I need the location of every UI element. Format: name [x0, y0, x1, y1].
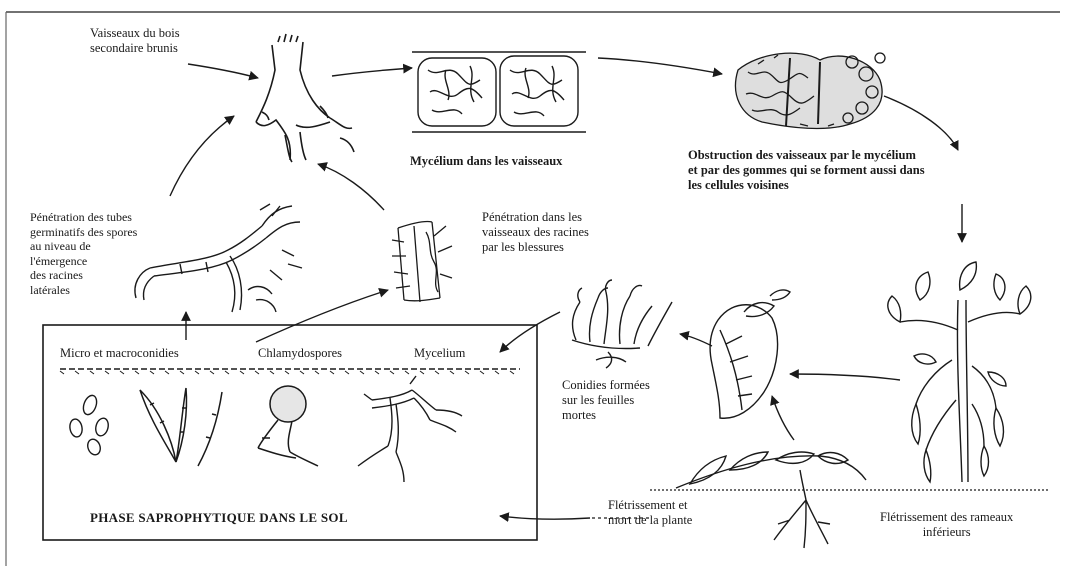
microconidia-illustration	[69, 394, 111, 457]
label-secondary-wood-vessels: Vaisseaux du bois secondaire brunis	[90, 26, 180, 56]
conidia-on-leaves-illustration	[572, 280, 672, 368]
arrow-vessel-to-mycelium	[332, 68, 412, 76]
macroconidia-illustration	[140, 388, 222, 466]
label-wound-penetration: Pénétration dans les vaisseaux des racin…	[482, 210, 589, 255]
arrow-wound-to-vessel	[318, 164, 384, 210]
soil-hatch	[60, 371, 514, 374]
arrow-soil-to-root-wound	[256, 290, 388, 342]
wood-vessel-illustration	[256, 34, 354, 162]
arrow-obstruction-curve	[884, 96, 958, 150]
label-saprophytic-phase: PHASE SAPROPHYTIQUE DANS LE SOL	[90, 510, 348, 525]
soil-mycelium-illustration	[358, 376, 462, 482]
arrow-label-to-vessel	[188, 64, 258, 78]
label-germ-tube-penetration: Pénétration des tubes germinatifs des sp…	[30, 210, 137, 297]
arrow-plant-to-leaf	[790, 374, 900, 380]
arrow-germ-to-vessel	[170, 116, 234, 196]
arrow-deadplant-to-soil	[500, 516, 590, 519]
arrow-conidia-to-soil	[500, 312, 560, 352]
mycelium-vessels-illustration	[412, 52, 586, 132]
label-conidia-dead-leaves: Conidies formées sur les feuilles mortes	[562, 378, 650, 423]
label-lower-branch-wilting: Flétrissement des rameaux inférieurs	[880, 510, 1013, 540]
obstructed-vessels-illustration	[735, 53, 885, 128]
arrow-deadplant-to-leaf	[772, 396, 794, 440]
label-micro-macroconidia: Micro et macroconidies	[60, 346, 179, 361]
arrow-mycelium-to-obstruction	[598, 58, 722, 74]
label-soil-mycelium: Mycelium	[414, 346, 465, 361]
label-mycelium-in-vessels: Mycélium dans les vaisseaux	[410, 154, 562, 169]
root-germ-tube-illustration	[135, 204, 302, 312]
label-obstruction: Obstruction des vaisseaux par le mycéliu…	[688, 148, 925, 193]
root-wound-illustration	[392, 221, 452, 302]
label-chlamydospores: Chlamydospores	[258, 346, 342, 361]
wilting-plant-illustration	[888, 262, 1031, 482]
arrow-leaf-to-conidia	[680, 334, 712, 346]
chlamydospore-illustration	[258, 386, 318, 466]
label-plant-death: Flétrissement et mort de la plante	[608, 498, 692, 528]
wilted-leaf-illustration	[710, 290, 790, 418]
dead-plant-illustration	[676, 452, 866, 548]
